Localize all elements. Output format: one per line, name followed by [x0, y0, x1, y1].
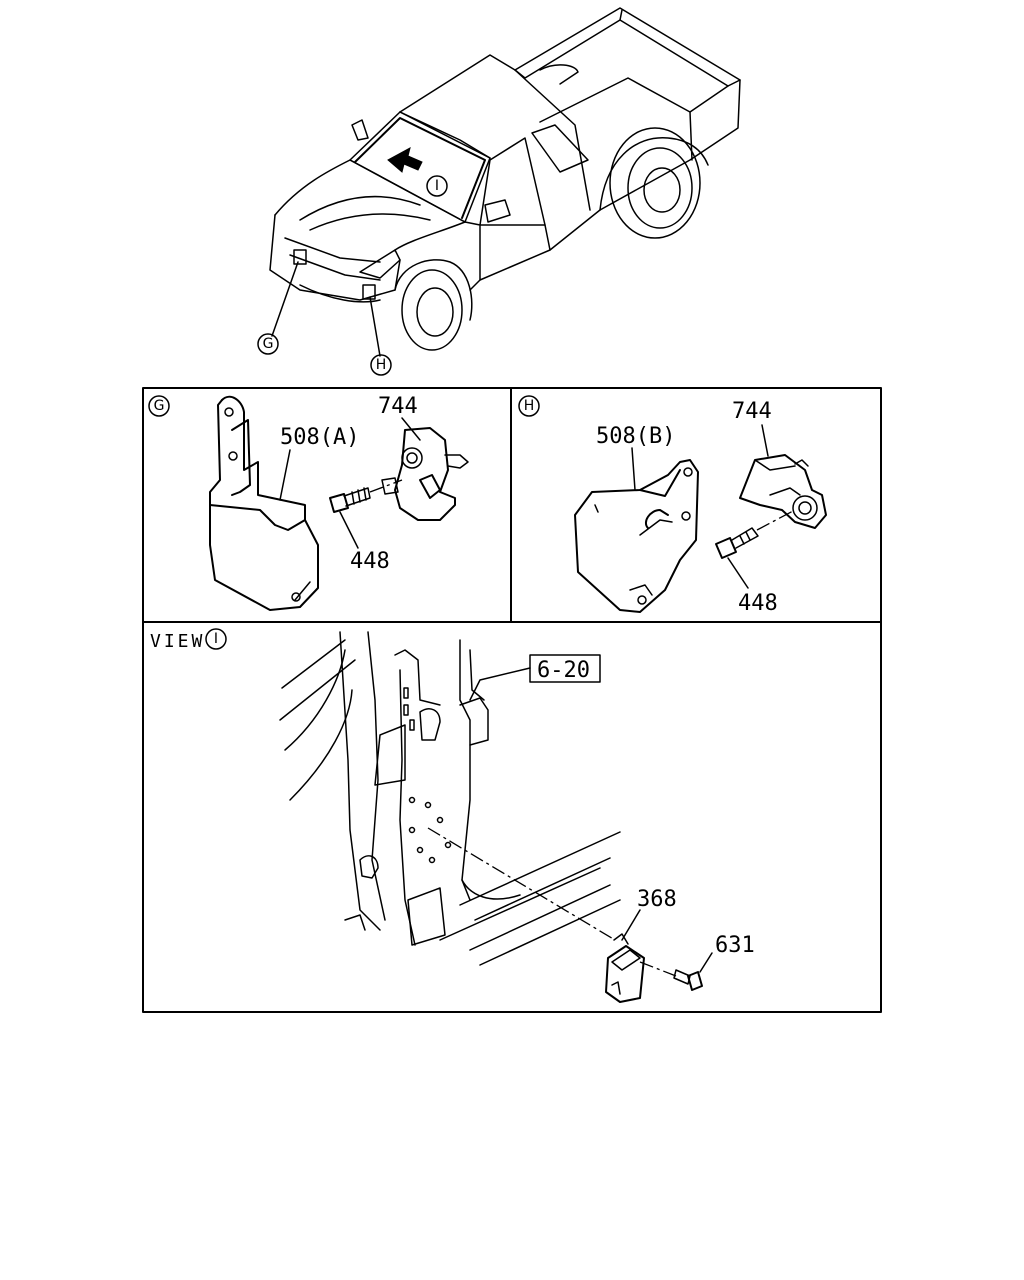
panel-h-marker: H [518, 395, 540, 417]
leader-508b [631, 447, 636, 491]
panel-g-marker: G [148, 395, 170, 417]
bracket-508b [574, 459, 699, 613]
panel-h-bolt-label: 448 [738, 591, 778, 616]
view-text: VIEW [150, 631, 205, 652]
sensor-744-h [739, 454, 827, 529]
marker-g-callout: G [257, 333, 279, 355]
view-bolt-label: 631 [715, 933, 755, 958]
truck-illustration [269, 7, 741, 357]
body-pillar [279, 631, 621, 966]
panel-g: G 508(A) 744 [148, 394, 469, 611]
leader-744-h [761, 424, 769, 457]
marker-g-label: G [263, 336, 274, 352]
bolt-631 [639, 961, 703, 991]
bracket-508a [209, 395, 319, 611]
leader-508a [279, 449, 291, 501]
ref-box-label: 6-20 [537, 658, 590, 683]
panel-view: VIEW I [150, 628, 755, 1003]
view-marker-label: I [214, 631, 218, 647]
panel-h-marker-label: H [524, 398, 535, 414]
panel-g-bracket-label: 508(A) [280, 425, 359, 450]
marker-h-label: H [376, 357, 387, 373]
view-marker: I [205, 628, 227, 650]
leader-744-g [401, 417, 421, 441]
panel-g-bolt-label: 448 [350, 549, 390, 574]
ref-box-6-20: 6-20 [469, 654, 601, 701]
sensor-744-g [381, 427, 469, 521]
marker-h-callout: H [370, 354, 392, 376]
panel-h-bracket-label: 508(B) [596, 424, 675, 449]
module-368 [427, 827, 645, 1003]
bolt-448-g [329, 479, 403, 513]
marker-i-label: I [435, 178, 439, 194]
panel-h-sensor-label: 744 [732, 399, 772, 424]
panel-g-sensor-label: 744 [378, 394, 418, 419]
leader-631 [699, 952, 713, 973]
panel-g-marker-label: G [154, 398, 165, 414]
panel-h: H 508(B) 744 [518, 395, 827, 616]
marker-i-callout: I [426, 175, 448, 197]
panel-frames [142, 387, 882, 1013]
leader-448-g [339, 511, 359, 549]
bolt-448-h [715, 509, 796, 559]
view-module-label: 368 [637, 887, 677, 912]
leader-448-h [727, 557, 749, 589]
leader-368 [621, 909, 641, 941]
